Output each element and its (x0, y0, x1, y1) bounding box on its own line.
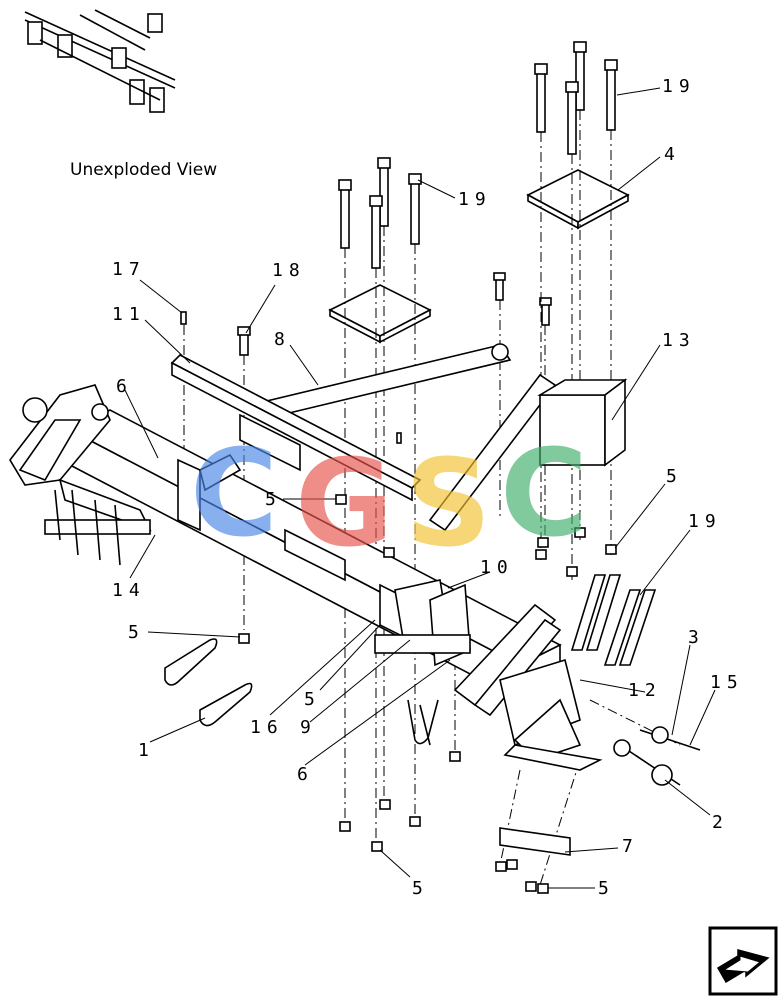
arrow-glyph (708, 926, 778, 996)
bottom-plate (499, 827, 571, 856)
right-hitch-assembly (453, 603, 603, 771)
callout-label: 3 (688, 627, 705, 648)
long-bolts-left (338, 157, 422, 269)
callout-label: 19 (458, 189, 492, 210)
callout-label: 13 (662, 330, 696, 351)
callout-label: 6 (116, 376, 133, 397)
watermark: C G S C (190, 425, 588, 574)
callout-label: 5 (304, 689, 321, 710)
long-bolts-right (534, 41, 618, 155)
leader-lines (124, 87, 716, 889)
callout-label: 2 (712, 812, 729, 833)
callout-label: 10 (480, 557, 514, 578)
callout-label: 12 (628, 680, 662, 701)
callout-label: 15 (710, 672, 744, 693)
callout-label: 6 (297, 764, 314, 785)
long-bolts-lower (570, 574, 657, 666)
callout-label: 9 (300, 717, 317, 738)
unexploded-view-thumbnail (24, 9, 176, 113)
callout-label: 19 (662, 76, 696, 97)
callout-label: 8 (274, 329, 291, 350)
callout-label: 18 (272, 260, 306, 281)
watermark-letter: G (295, 435, 394, 574)
callout-label: 1 (138, 740, 155, 761)
u-bolts (164, 638, 439, 746)
next-page-arrow-icon[interactable] (708, 926, 778, 996)
left-hitch-assembly (9, 384, 152, 566)
watermark-letter: C (500, 425, 588, 564)
callout-label: 5 (598, 878, 615, 899)
callout-label: 17 (112, 259, 146, 280)
hitch-pins (613, 726, 701, 786)
diagonal-brace (248, 343, 512, 421)
unexploded-view-caption: Unexploded View (70, 160, 217, 180)
center-mount-brackets (177, 453, 471, 667)
callout-label: 7 (622, 836, 639, 857)
mounting-plate-upper-left (328, 284, 432, 344)
callout-label: 5 (412, 878, 429, 899)
mounting-plate-upper-right (526, 169, 630, 230)
watermark-letter: S (405, 435, 491, 574)
callout-label: 5 (666, 466, 683, 487)
nuts (238, 494, 617, 894)
top-bracket-bar (170, 354, 422, 502)
callout-labels: 19 4 19 17 18 11 8 13 6 5 5 14 10 19 5 3… (112, 76, 744, 899)
upper-brace-arm (428, 373, 628, 532)
watermark-letter: C (190, 425, 278, 564)
callout-label: 4 (664, 144, 681, 165)
callout-label: 11 (112, 304, 146, 325)
callout-label: 19 (688, 511, 722, 532)
callout-label: 16 (250, 717, 284, 738)
callout-label: 14 (112, 580, 146, 601)
callout-label: 5 (265, 489, 282, 510)
callout-label: 5 (128, 622, 145, 643)
